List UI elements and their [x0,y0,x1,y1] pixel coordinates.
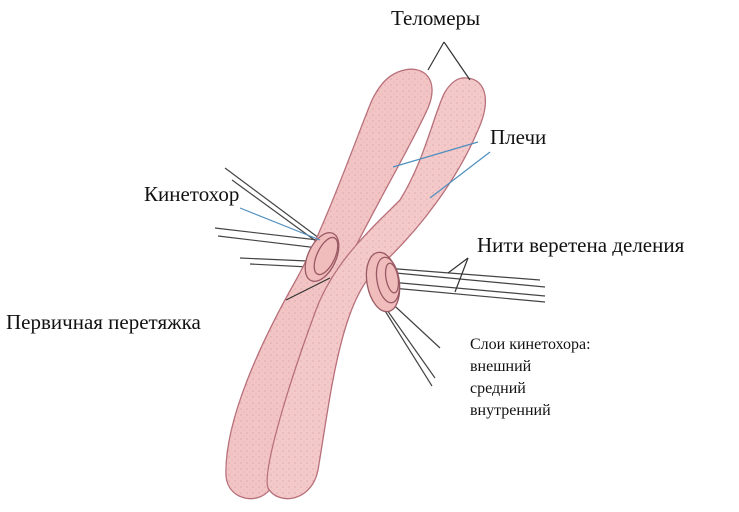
pointer-lines [239,41,491,301]
layer-inner: внутренний [470,402,551,419]
label-primary-constriction: Первичная перетяжка [6,310,201,334]
layer-outer: внешний [470,358,532,375]
layer-middle: средний [470,380,526,397]
label-kinetochore: Кинетохор [144,182,240,206]
kinetochore-right [365,251,401,313]
label-spindle-fibers: Нити веретена деления [477,233,685,257]
kinetochore-layers-legend: Слои кинетохора: внешний средний внутрен… [470,334,591,422]
label-telomeres: Теломеры [391,6,481,30]
kinetochore-left [304,232,340,282]
layers-title: Слои кинетохора: [470,336,591,353]
chromatid-right [266,77,486,500]
label-arms: Плечи [490,125,547,149]
